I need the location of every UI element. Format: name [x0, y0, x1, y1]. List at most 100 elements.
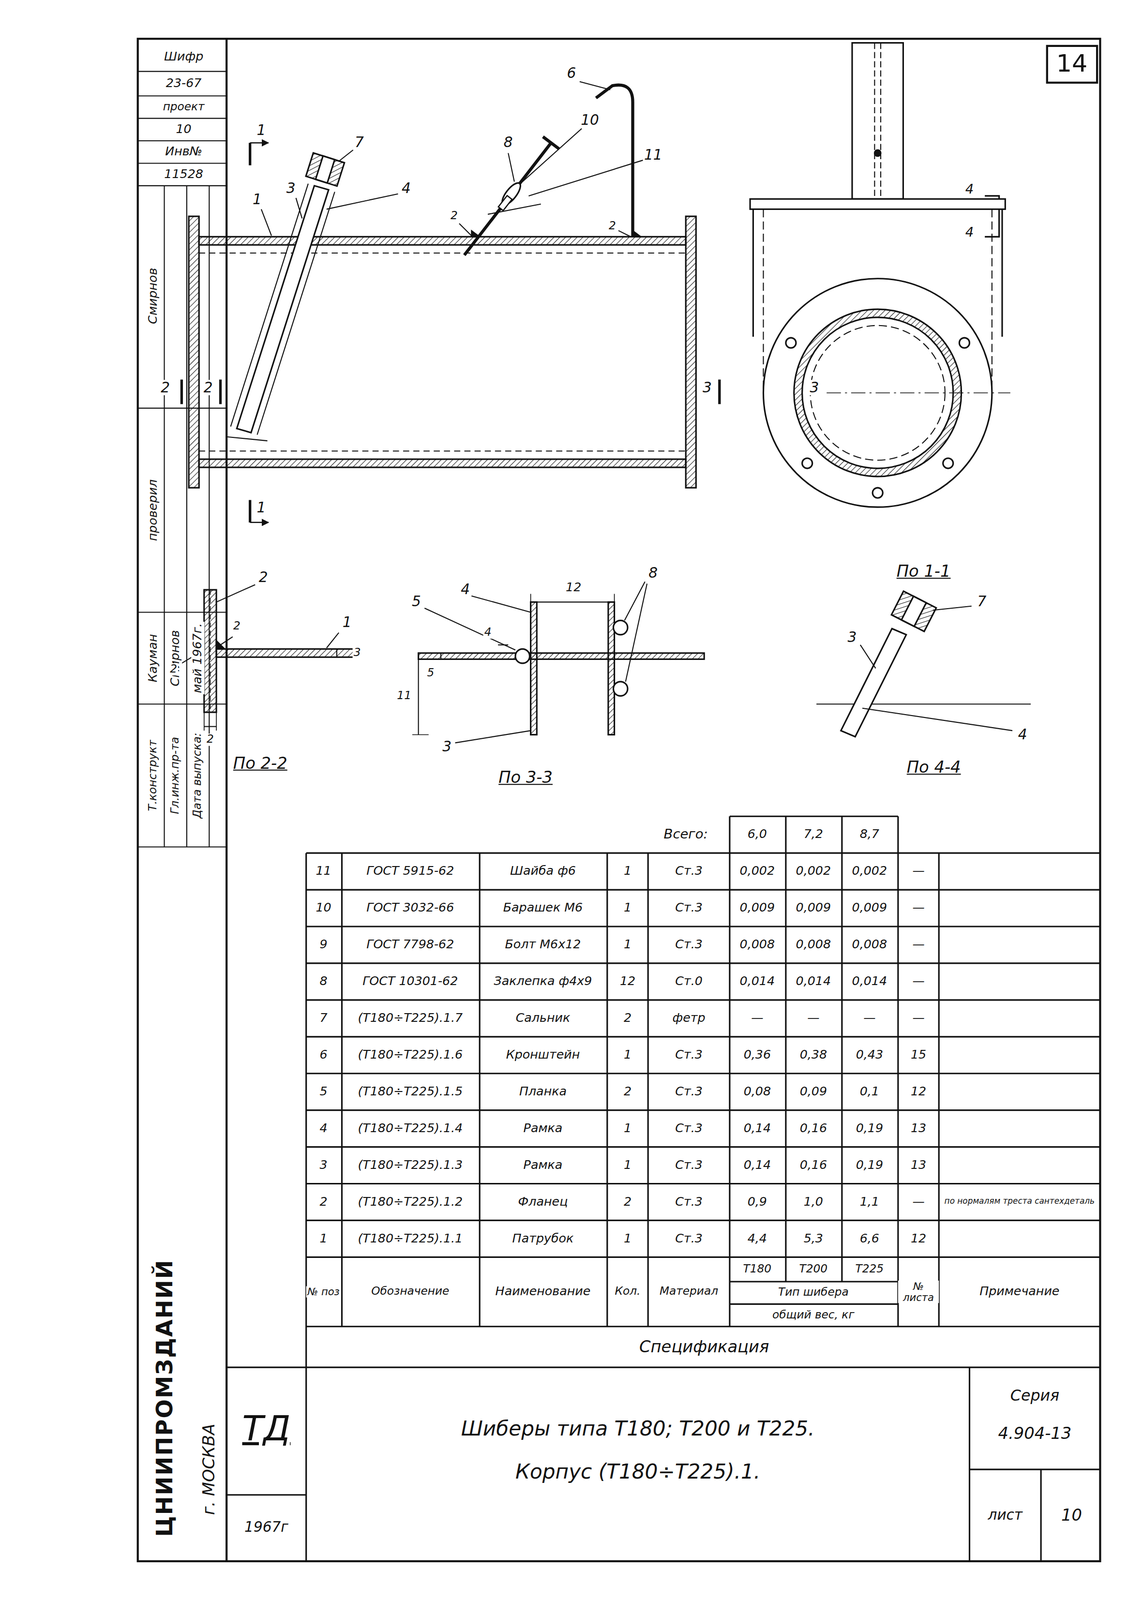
margin-stamp-lines	[137, 71, 227, 73]
section-3-3-view	[418, 653, 705, 660]
table-cell: 0,008	[850, 938, 888, 952]
section-marks	[250, 142, 269, 144]
callout-number: 3	[285, 180, 297, 197]
table-cell: 0,008	[738, 938, 776, 952]
table-cell: 0,002	[738, 864, 776, 879]
callout-number: 11	[643, 147, 664, 163]
table-cell: 1	[622, 1158, 633, 1173]
sheet-frame	[225, 38, 228, 1562]
table-cell: 0,002	[850, 864, 888, 879]
leader-lines	[508, 152, 515, 182]
section-4-4-view	[891, 591, 937, 632]
table-cell: 2	[622, 1085, 633, 1099]
table-header: Кол.	[613, 1285, 642, 1299]
series-number: 4.904-13	[996, 1425, 1073, 1444]
table-cell: 13	[909, 1158, 928, 1173]
signature-date: май 1967г.	[191, 622, 205, 695]
sleeve-pipe	[315, 155, 335, 183]
leader-lines	[632, 230, 642, 238]
leader-lines	[261, 81, 644, 238]
leader-lines	[528, 160, 643, 196]
margin-stamp-lines	[163, 185, 165, 848]
margin-stamp-lines	[186, 185, 188, 848]
table-cell: Ст.3	[674, 901, 704, 916]
specification-table-lines	[226, 816, 1100, 1562]
specification-table-lines	[938, 853, 940, 1327]
table-cell: Патрубок	[511, 1232, 575, 1246]
section-1-1-view	[873, 43, 875, 200]
section-2-2-view	[216, 640, 225, 649]
callout-number: 1	[251, 192, 263, 208]
section-4-4-view	[816, 591, 1031, 737]
clamp-bolt	[464, 142, 552, 256]
section-1-1-view	[750, 43, 1011, 508]
section-1-1-view	[872, 487, 883, 498]
table-cell: Всего:	[662, 827, 709, 843]
leader-lines	[618, 230, 631, 238]
sleeve-pipe	[305, 152, 345, 187]
section-3-3-view	[530, 601, 538, 735]
table-cell: ГОСТ 3032-66	[365, 901, 455, 916]
leader-lines	[338, 150, 354, 162]
section-marks	[248, 499, 252, 523]
table-header: общий вес, кг	[771, 1309, 856, 1323]
section-3-3-view	[418, 653, 420, 736]
table-cell: ГОСТ 7798-62	[365, 938, 455, 952]
specification-table-lines	[306, 999, 1101, 1001]
dimension: 12	[564, 581, 583, 595]
specification-table-lines	[784, 816, 787, 1282]
specification-table-lines	[897, 816, 899, 1327]
section-1-1-view	[852, 43, 903, 200]
table-cell: (Т180÷Т225).1.3	[356, 1158, 464, 1173]
sleeve-pipe	[226, 436, 268, 441]
table-cell: —	[911, 1011, 926, 1026]
table-cell: (Т180÷Т225).1.7	[356, 1011, 464, 1026]
leader-lines	[261, 209, 272, 236]
sleeve-pipe	[256, 192, 335, 436]
section-1-1-view	[826, 392, 1011, 394]
section-3-3-view	[440, 653, 442, 660]
table-cell: 2	[622, 1195, 633, 1210]
callout-number: 4	[1017, 726, 1029, 743]
table-cell: 0,14	[742, 1122, 773, 1136]
section-3-3-view	[412, 581, 705, 743]
table-cell: Ст.3	[674, 1122, 704, 1136]
callout-number: 8	[502, 135, 514, 151]
table-cell: 1	[622, 1232, 633, 1246]
tube-elevation	[188, 216, 199, 488]
leader-lines	[296, 197, 303, 219]
section-4-4-view	[841, 628, 907, 737]
specification-table-lines	[306, 1256, 1101, 1259]
sheet-code: проект	[162, 101, 206, 114]
table-cell: Ст.3	[674, 1195, 704, 1210]
specification-table-lines	[306, 852, 1101, 855]
weld-size: 2	[168, 663, 179, 677]
margin-stamp-lines	[137, 95, 227, 97]
specification-table-lines	[305, 853, 307, 1562]
section-3-3-view	[515, 648, 530, 664]
table-header: Т200	[797, 1263, 829, 1277]
callout-number: 8	[647, 565, 659, 582]
section-3-3-view	[530, 601, 615, 603]
callout-number: 4	[459, 582, 471, 598]
sheet-code: Инв№	[164, 145, 204, 159]
sheet-number: 14	[1056, 49, 1088, 78]
section-3-3-view	[424, 608, 516, 650]
section-2-2-view	[336, 648, 338, 658]
table-cell: 0,14	[742, 1158, 773, 1173]
table-header: № листа	[898, 1280, 939, 1304]
table-cell: Ст.3	[674, 864, 704, 879]
section-2-2-view	[220, 636, 233, 646]
table-cell: 0,43	[855, 1048, 885, 1063]
signature-name: Смирнов	[168, 629, 183, 688]
table-cell: 0,38	[798, 1048, 829, 1063]
section-marks	[250, 522, 269, 524]
table-cell: 6,0	[746, 827, 768, 842]
sheet-frame	[137, 38, 1101, 1562]
callout-number: 5	[410, 594, 422, 610]
specification-table-lines	[306, 1325, 1101, 1328]
specification-table-lines	[969, 1468, 1100, 1471]
table-cell: 12	[618, 975, 637, 989]
table-cell: —	[862, 1011, 877, 1026]
table-header: Обозначение	[370, 1285, 451, 1299]
